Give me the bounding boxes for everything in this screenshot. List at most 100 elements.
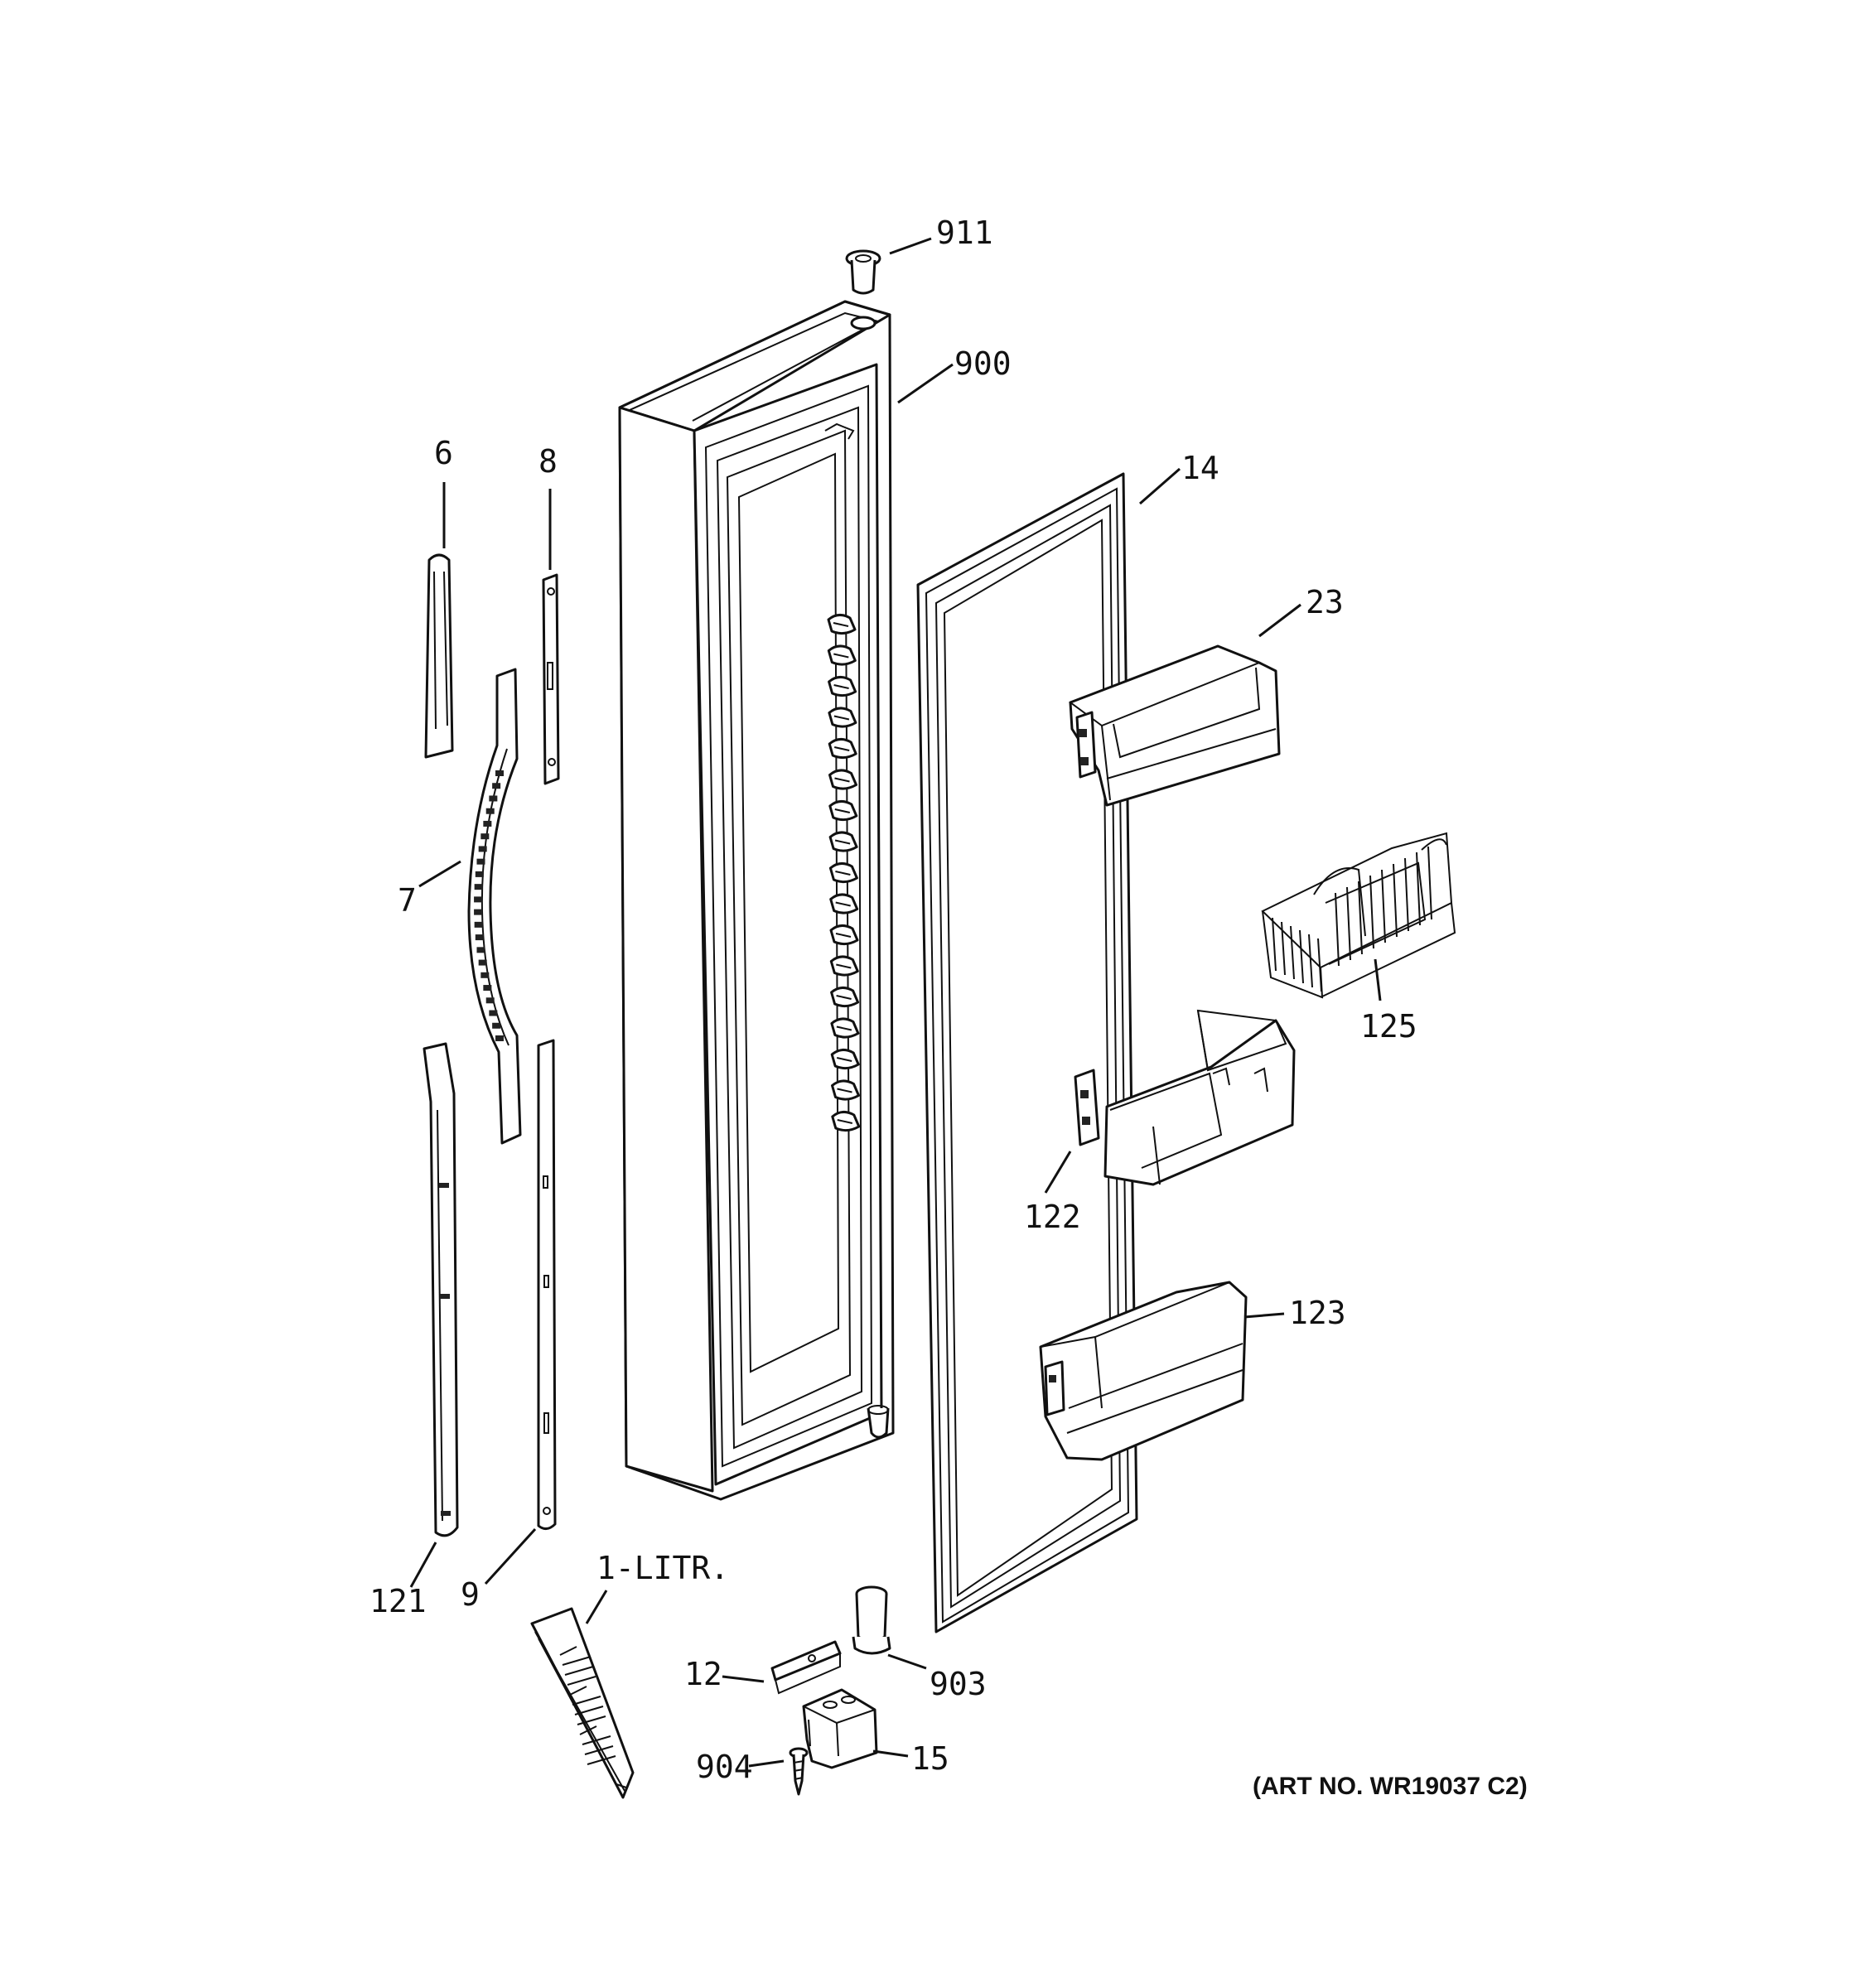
booklet-text-line [579,1725,597,1735]
handle-notch [492,783,501,789]
handle-notch [474,884,483,890]
basket-wire [1317,938,1322,992]
part-125-wire-basket [1261,832,1456,999]
basket-wire [1369,875,1374,949]
rail-clip [831,1111,861,1132]
callout-911: 911 [936,215,993,251]
booklet-text-line [572,1696,601,1706]
rail-clip [827,644,857,666]
handle-notch [476,858,485,865]
callout-15: 15 [911,1740,949,1777]
handle-notch [489,1010,498,1016]
callout-8: 8 [538,443,558,480]
basket-wire [1346,886,1351,961]
part-904-screw [789,1747,809,1796]
handle-notch [489,795,498,802]
rail-clip [830,1017,860,1039]
rail-clip [829,955,859,977]
rail-clip [828,707,857,728]
rail-clip [828,800,858,822]
basket-wire [1416,852,1421,926]
handle-notch [485,808,495,814]
art-number: (ART NO. WR19037 C2) [1253,1773,1528,1800]
handle-notch [478,846,487,852]
basket-wire [1358,881,1363,955]
part-8-plate-upper [542,573,560,785]
handle-notch [474,909,483,915]
callout-904: 904 [696,1749,753,1785]
rail-clip [828,676,857,697]
leader-lines [409,237,1382,1768]
handle-notch [492,1022,501,1029]
rail-clip [828,769,857,790]
booklet-text-line [577,1715,606,1725]
part-911-bushing [845,249,881,295]
callout-123: 123 [1289,1295,1346,1331]
callout-903: 903 [930,1666,987,1702]
basket-wire [1427,846,1432,920]
handle-notch [478,959,487,966]
handle-notch [495,770,504,776]
callout-125: 125 [1360,1008,1417,1045]
booklet-text-line [564,1666,594,1676]
booklet-text-line [559,1646,577,1656]
door-rail-clips [827,614,861,1132]
part-6-handle-trim-upper [424,553,454,759]
rail-clip [829,924,859,946]
part-900-door [618,300,895,1501]
handle-notch [476,947,485,953]
handle-notch [474,896,483,903]
basket-wire [1308,934,1313,988]
handle-notch [495,1035,504,1041]
callout-23: 23 [1306,584,1344,620]
rail-clip [831,1079,860,1101]
part-15-bottom-hinge [802,1688,878,1769]
handle-notch [480,833,490,840]
rail-clip [827,614,857,635]
part-9-plate-lower [537,1039,557,1530]
booklet-text-line [582,1735,611,1745]
basket-wire [1393,863,1398,938]
booklet-text-line [567,1676,596,1686]
basket-wire [1404,857,1409,932]
callout-14: 14 [1181,450,1219,486]
rail-clip [828,862,858,884]
handle-notch [475,871,484,877]
part-23-door-bin [1068,644,1281,807]
rail-clip [828,831,858,852]
part-123-door-bin [1039,1281,1248,1461]
handle-notch [483,985,492,992]
callout-6: 6 [434,435,453,471]
callout-900: 900 [954,345,1012,382]
callout-12: 12 [684,1656,722,1692]
callout-121: 121 [369,1583,427,1619]
rail-clip [830,1049,860,1070]
callout-1-litr: 1-LITR. [596,1550,729,1586]
rail-clip [830,987,860,1008]
callout-labels: 911 900 14 6 8 23 7 125 122 123 121 9 1-… [369,215,1528,1800]
part-903-hinge-pin [852,1585,891,1655]
part-1-litr-booklet [530,1607,635,1799]
handle-notch [480,972,490,978]
booklet-text-line [562,1656,592,1666]
handle-notch [485,997,495,1004]
basket-wire [1335,892,1340,967]
callout-9: 9 [461,1576,480,1613]
basket-wire [1290,925,1295,980]
part-7-handle [467,668,522,1145]
basket-wire [1272,917,1277,972]
callout-122: 122 [1024,1199,1081,1235]
basket-wire [1381,869,1386,943]
booklet-text-line [587,1755,616,1765]
basket-wire [1299,929,1304,984]
rail-clip [828,738,857,760]
callout-7: 7 [398,882,417,919]
part-12-hinge-shim [770,1640,842,1695]
handle-notch [474,921,483,928]
part-122-door-bin [1074,1009,1296,1186]
handle-notch [483,820,492,827]
basket-wire [1281,921,1286,976]
rail-clip [829,893,859,914]
booklet-text-line [574,1706,604,1715]
